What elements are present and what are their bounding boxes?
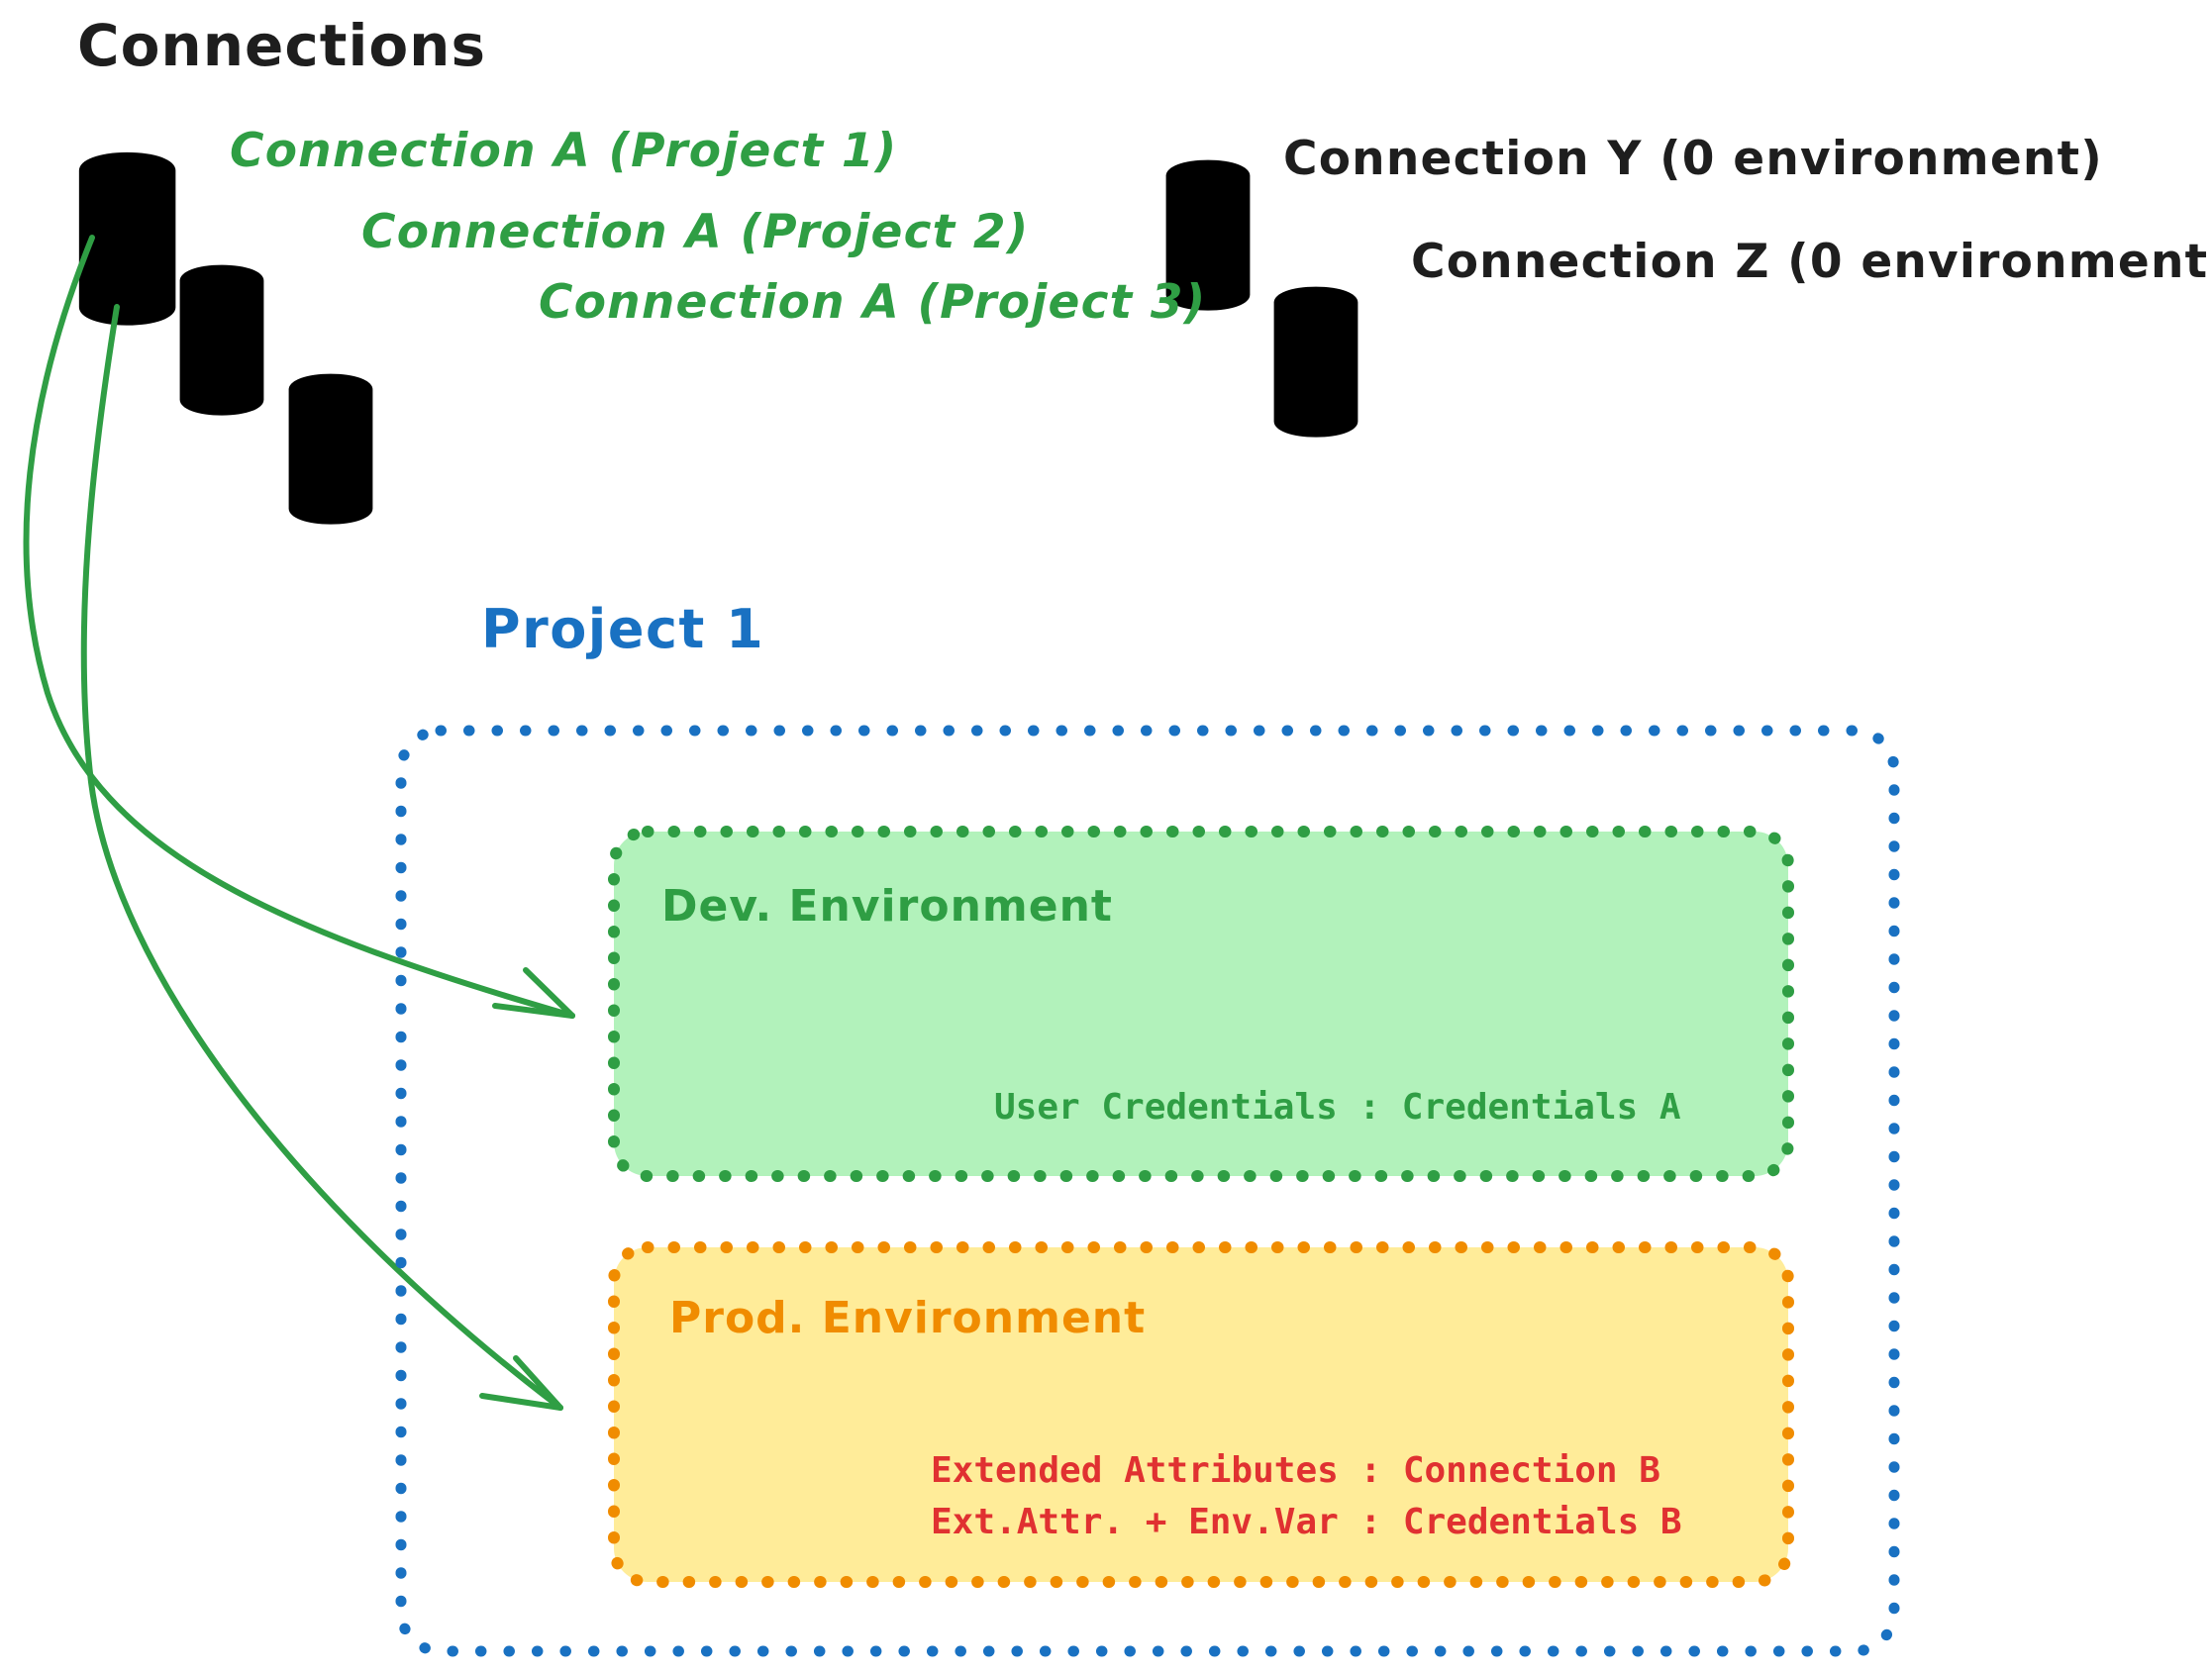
database-icon-connection-y [1165, 159, 1251, 311]
database-icon-connection-a-project-2 [179, 264, 264, 416]
database-icon-connection-z [1273, 286, 1358, 438]
arrow-connection-a-to-prod-env [80, 304, 563, 1411]
arrow-connection-a-to-dev-env [23, 235, 575, 1019]
dev-environment-box-fill [614, 832, 1788, 1176]
prod-environment-box-border [608, 1241, 1794, 1588]
prod-environment-box-fill [614, 1247, 1788, 1582]
project-1-container [395, 725, 1900, 1657]
dev-environment-box-border [608, 826, 1794, 1182]
database-icon-connection-a-project-3 [288, 373, 373, 525]
